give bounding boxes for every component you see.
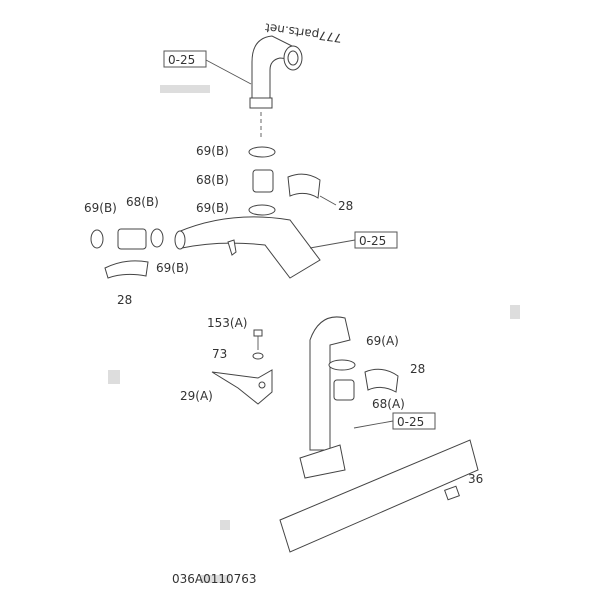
label-153a: 153(A) bbox=[207, 316, 247, 330]
label-73: 73 bbox=[212, 347, 227, 361]
label-69b: 69(B) bbox=[84, 201, 117, 215]
ref-label-top: 0-25 bbox=[168, 53, 195, 67]
blur-mark bbox=[510, 305, 520, 319]
label-36: 36 bbox=[468, 472, 483, 486]
label-29a: 29(A) bbox=[180, 389, 213, 403]
label-69a: 69(A) bbox=[366, 334, 399, 348]
exhaust-manifold bbox=[279, 316, 479, 553]
label-68b: 68(B) bbox=[196, 173, 229, 187]
ref-label-low: 0-25 bbox=[397, 415, 424, 429]
blur-mark bbox=[108, 370, 120, 384]
label-28: 28 bbox=[338, 199, 353, 213]
ref-label-mid: 0-25 bbox=[359, 234, 386, 248]
bracket-assembly bbox=[211, 329, 273, 405]
blur-mark bbox=[220, 520, 230, 530]
upper-clamp-stack bbox=[248, 146, 321, 216]
label-68a: 68(A) bbox=[372, 397, 405, 411]
y-pipe-middle bbox=[174, 216, 321, 279]
label-69b: 69(B) bbox=[156, 261, 189, 275]
label-69b: 69(B) bbox=[196, 144, 229, 158]
ref-box-top bbox=[163, 50, 207, 68]
left-clamp-stack bbox=[90, 228, 164, 279]
label-68b: 68(B) bbox=[126, 195, 159, 209]
elbow-pipe-top bbox=[249, 35, 303, 140]
label-28: 28 bbox=[410, 362, 425, 376]
blur-mark bbox=[200, 575, 230, 583]
label-28: 28 bbox=[117, 293, 132, 307]
drawing-number: 036A0110763 bbox=[172, 572, 257, 586]
blur-mark bbox=[160, 85, 210, 93]
label-69b: 69(B) bbox=[196, 201, 229, 215]
